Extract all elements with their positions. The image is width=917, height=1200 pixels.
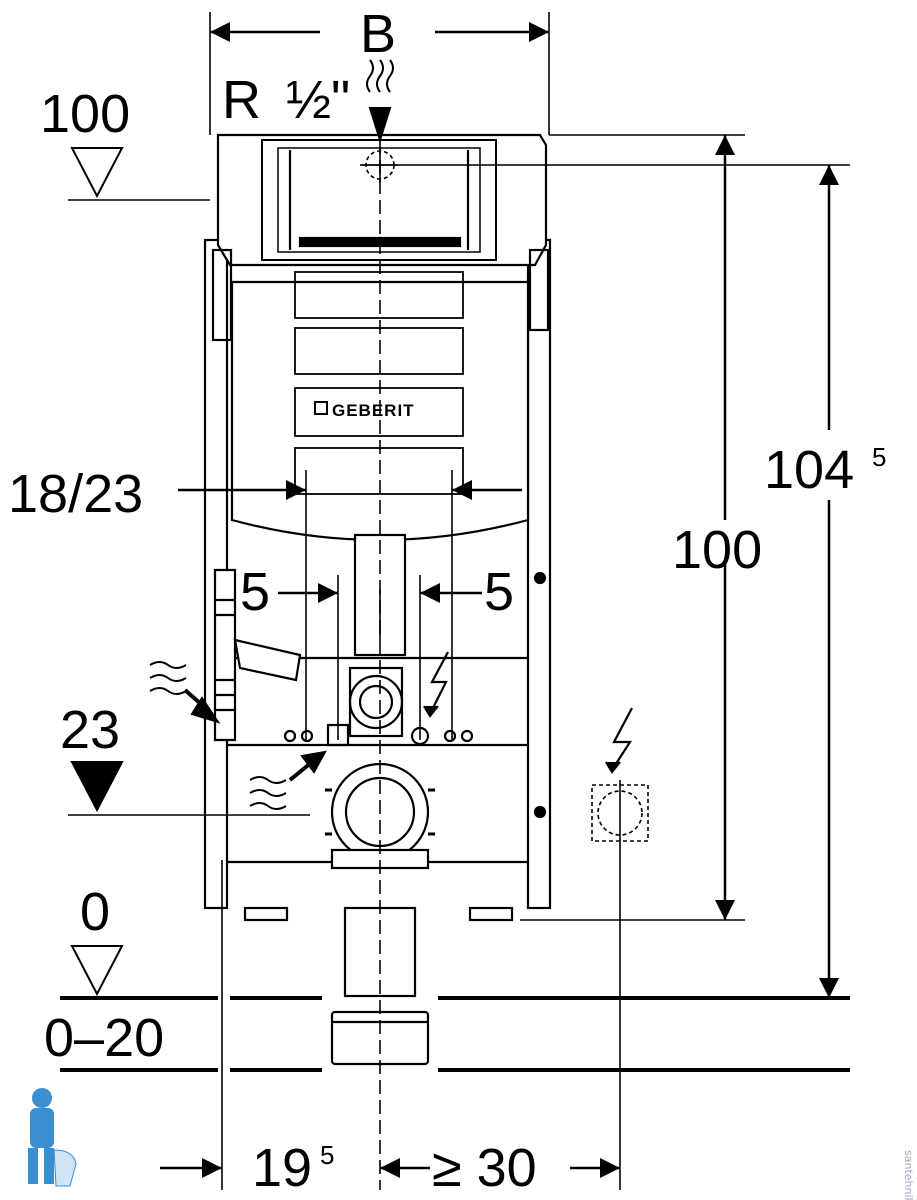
water-inlet-arrow-icon: [149, 59, 394, 810]
label-width-b: B: [360, 4, 396, 64]
lightning-bolt-icon: [423, 651, 633, 774]
label-thread-r: R: [222, 70, 261, 130]
label-range-0-20: 0–20: [44, 1008, 164, 1068]
label-thread-size: ½": [286, 70, 350, 130]
water-connection-target: [362, 147, 398, 183]
level-triangle-icon: [70, 147, 124, 997]
label-offset-19-sup: 5: [320, 1140, 334, 1170]
label-width-18-23: 18/23: [8, 464, 143, 524]
brand-text: GEBERIT: [332, 401, 415, 420]
label-level-23: 23: [60, 700, 120, 760]
label-offset-19: 19: [252, 1138, 312, 1198]
plumber-mascot-icon: [28, 1088, 77, 1187]
geberit-logo: GEBERIT: [314, 401, 415, 420]
label-five-left: 5: [240, 562, 270, 622]
power-socket-target: [591, 784, 649, 842]
label-five-right: 5: [484, 562, 514, 622]
label-level-100: 100: [40, 84, 130, 144]
dimension-lines: [60, 12, 850, 1190]
label-min-30: ≥ 30: [432, 1138, 537, 1198]
label-height-104-sup: 5: [872, 442, 886, 472]
label-height-104: 104: [764, 440, 854, 500]
label-height-100: 100: [672, 520, 762, 580]
watermark: santehnika: [902, 1150, 915, 1200]
label-level-0: 0: [80, 882, 110, 942]
